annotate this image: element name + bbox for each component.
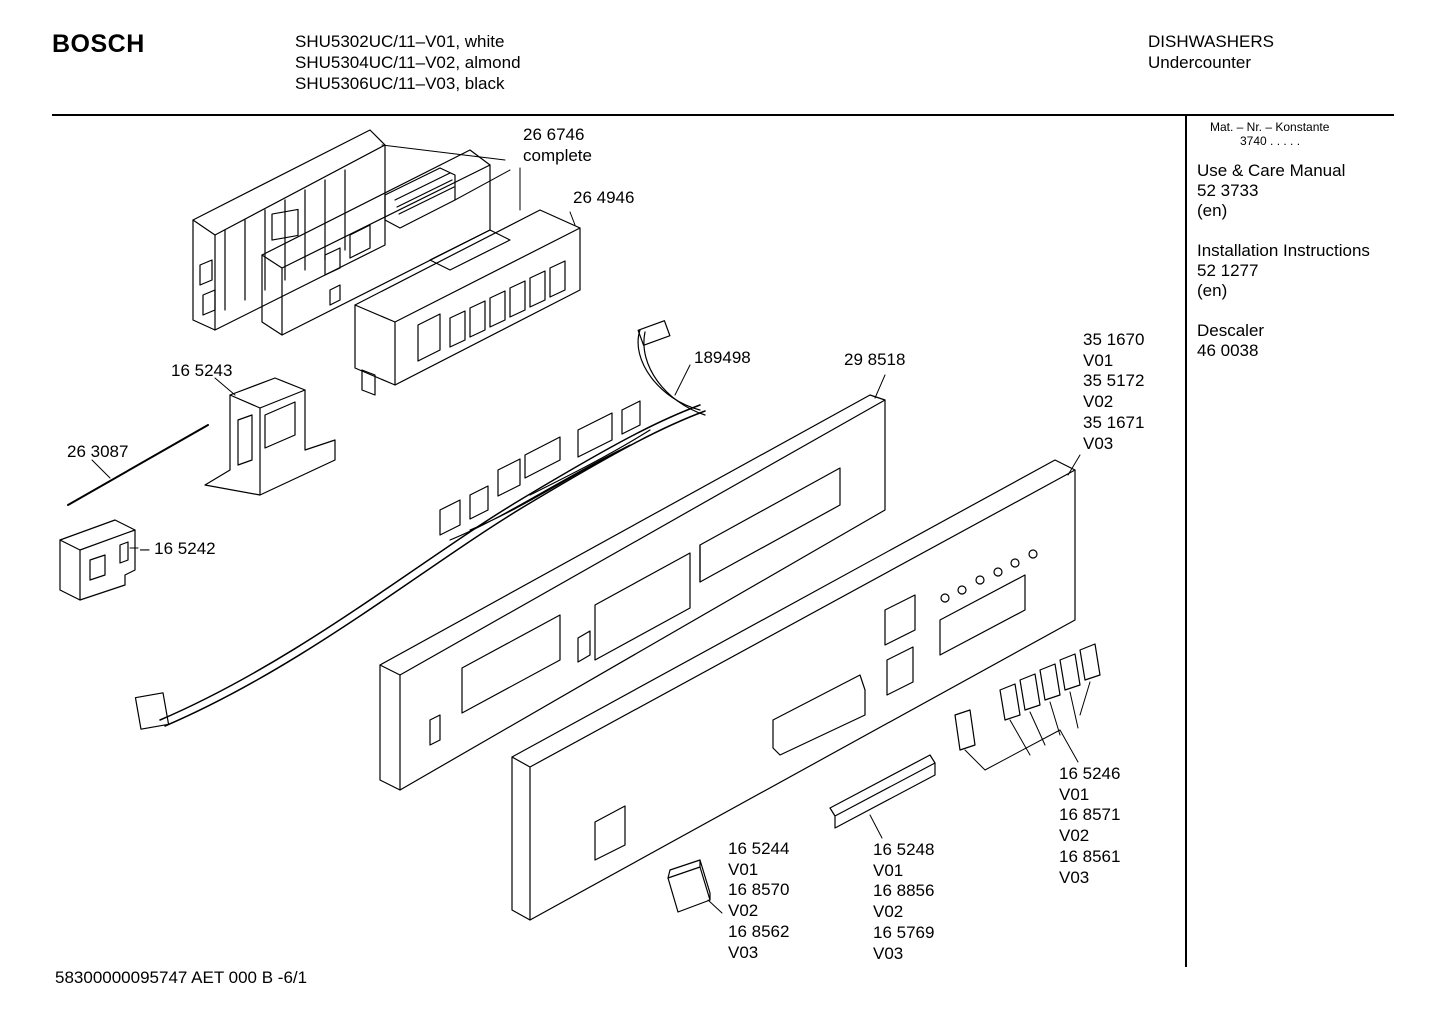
doc-title: Descaler xyxy=(1197,321,1265,340)
part-label-165246: 16 5246 V01 16 8571 V02 16 8561 V03 xyxy=(1059,764,1120,888)
doc-lang: (en) xyxy=(1197,201,1228,220)
doc-descaler: Descaler 46 0038 xyxy=(1197,321,1264,361)
part-label-351670: 35 1670 V01 35 5172 V02 35 1671 V03 xyxy=(1083,330,1144,454)
part-number: 16 8562 xyxy=(728,921,790,941)
doc-title: Use & Care Manual xyxy=(1197,161,1346,180)
inner-panel xyxy=(379,394,886,791)
part-number: 16 5243 xyxy=(171,361,233,380)
main-switch xyxy=(59,519,136,601)
part-number: 16 8856 xyxy=(873,881,935,901)
selector-knob xyxy=(667,859,711,913)
light-guide xyxy=(829,754,936,829)
part-number: 26 4946 xyxy=(573,188,635,207)
program-buttons xyxy=(954,643,1101,751)
model-line: SHU5304UC/11–V02, almond xyxy=(295,53,521,72)
part-label-189498: 189498 xyxy=(694,348,751,369)
part-number: 16 5769 xyxy=(873,922,935,942)
part-number: 16 5244 xyxy=(728,839,790,858)
part-label-165243: 16 5243 xyxy=(171,361,232,382)
part-label-298518: 29 8518 xyxy=(844,350,905,371)
part-variant: V02 xyxy=(1059,826,1090,846)
bracket xyxy=(204,377,336,496)
category-line: DISHWASHERS xyxy=(1148,32,1274,51)
part-number: 35 1670 xyxy=(1083,330,1145,349)
part-variant: V03 xyxy=(1083,433,1114,453)
part-number: 16 5248 xyxy=(873,840,935,859)
part-number: – 16 5242 xyxy=(140,539,216,558)
part-variant: V02 xyxy=(1083,392,1114,412)
wire-harness xyxy=(134,320,706,730)
part-variant: V01 xyxy=(1083,350,1114,370)
doc-installation: Installation Instructions 52 1277 (en) xyxy=(1197,241,1370,301)
part-variant: V02 xyxy=(728,901,759,921)
category-line: Undercounter xyxy=(1148,53,1252,72)
part-number: 35 5172 xyxy=(1083,371,1145,391)
part-number: 16 8561 xyxy=(1059,846,1121,866)
part-number: 26 6746 xyxy=(523,125,585,144)
brand-logo: BOSCH xyxy=(52,30,145,58)
part-number: 16 5246 xyxy=(1059,764,1121,783)
mat-number-block: Mat. – Nr. – Konstante 3740 . . . . . xyxy=(1210,120,1329,148)
document-code: 58300000095747 AET 000 B -6/1 xyxy=(55,968,308,987)
sidebar-divider xyxy=(1185,115,1187,967)
model-line: SHU5306UC/11–V03, black xyxy=(295,74,505,93)
part-label-263087: 26 3087 xyxy=(67,442,128,463)
part-number: 35 1671 xyxy=(1083,412,1145,432)
part-label-266746: 26 6746 complete xyxy=(523,125,592,166)
part-label-165248: 16 5248 V01 16 8856 V02 16 5769 V03 xyxy=(873,840,934,964)
button-housing xyxy=(354,209,581,396)
doc-use-care: Use & Care Manual 52 3733 (en) xyxy=(1197,161,1345,221)
part-variant: V01 xyxy=(1059,784,1090,804)
model-list: SHU5302UC/11–V01, white SHU5304UC/11–V02… xyxy=(295,31,521,94)
mat-value: 3740 xyxy=(1240,134,1267,148)
doc-number: 46 0038 xyxy=(1197,341,1259,360)
part-variant: V01 xyxy=(873,860,904,880)
part-label-264946: 26 4946 xyxy=(573,188,634,209)
part-variant: V02 xyxy=(873,902,904,922)
doc-title: Installation Instructions xyxy=(1197,241,1370,260)
control-module-frame xyxy=(192,129,386,331)
doc-number: 52 1277 xyxy=(1197,261,1259,280)
part-label-165242: – 16 5242 xyxy=(140,539,216,560)
part-number: 29 8518 xyxy=(844,350,906,369)
part-number: 189498 xyxy=(694,348,751,367)
part-number: 16 8571 xyxy=(1059,805,1121,825)
part-number: 26 3087 xyxy=(67,442,129,461)
category: DISHWASHERS Undercounter xyxy=(1148,31,1274,73)
part-variant: V03 xyxy=(873,943,904,963)
part-number: 16 8570 xyxy=(728,880,790,900)
circuit-board xyxy=(261,149,491,336)
mat-title: Mat. – Nr. – Konstante xyxy=(1210,120,1330,134)
fascia-panel xyxy=(511,459,1076,921)
part-note: complete xyxy=(523,145,592,165)
part-label-165244: 16 5244 V01 16 8570 V02 16 8562 V03 xyxy=(728,839,789,963)
mat-dots: . . . . . xyxy=(1270,134,1301,148)
header-divider xyxy=(52,114,1394,116)
rod xyxy=(67,424,209,506)
doc-lang: (en) xyxy=(1197,281,1228,300)
part-variant: V03 xyxy=(1059,867,1090,887)
model-line: SHU5302UC/11–V01, white xyxy=(295,32,505,51)
part-variant: V03 xyxy=(728,942,759,962)
exploded-parts-drawing xyxy=(59,129,1101,921)
part-variant: V01 xyxy=(728,859,759,879)
doc-number: 52 3733 xyxy=(1197,181,1259,200)
